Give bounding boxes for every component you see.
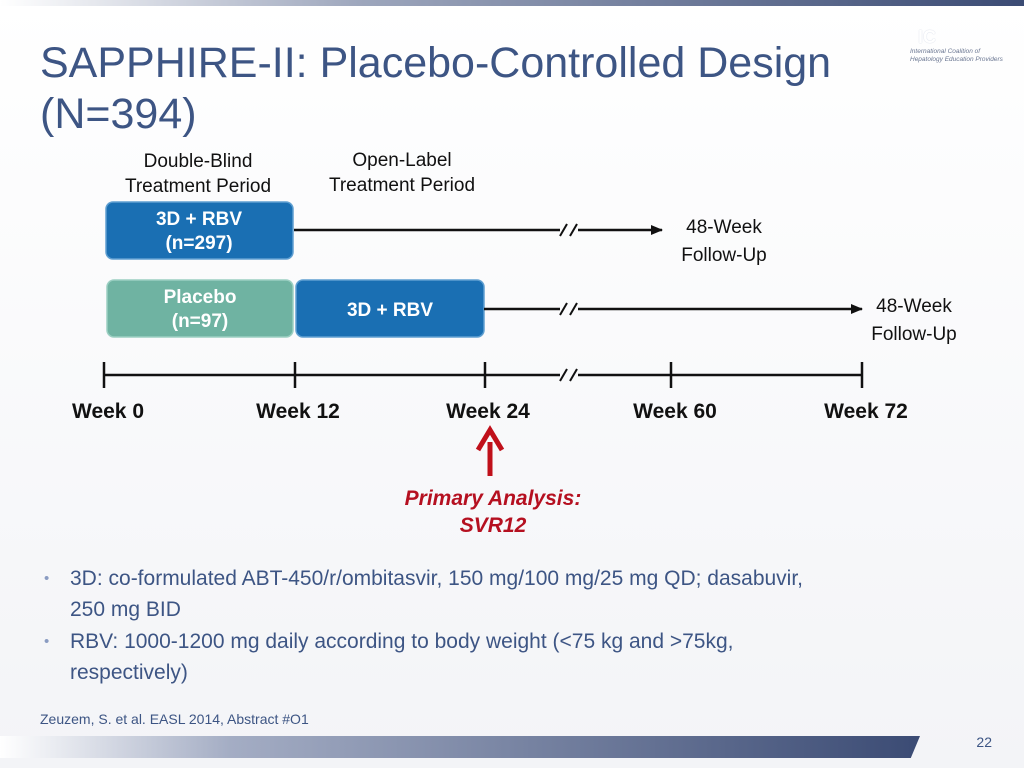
top-decorative-band <box>0 0 1024 6</box>
arm1-break-mark <box>559 223 568 237</box>
week-label: Week 0 <box>72 400 144 423</box>
bullet-list: • 3D: co-formulated ABT-450/r/ombitasvir… <box>44 563 984 689</box>
arm1-treatment-box <box>105 201 294 260</box>
arm2-placebo-box <box>106 279 294 338</box>
arm2-break-mark <box>569 302 578 316</box>
arm1-box-label-line2: (n=297) <box>165 233 232 254</box>
arm2-placebo-label-line2: (n=97) <box>172 311 229 332</box>
study-design-diagram: Double-Blind Treatment Period Open-Label… <box>72 150 957 537</box>
week-label: Week 72 <box>824 400 908 423</box>
bullet-text-line1: 3D: co-formulated ABT-450/r/ombitasvir, … <box>70 567 804 590</box>
slide-title-line1: SAPPHIRE-II: Placebo-Controlled Design <box>40 39 832 87</box>
bullet-text-line1: RBV: 1000-1200 mg daily according to bod… <box>70 630 734 653</box>
arm1-followup-line2: Follow-Up <box>681 245 767 266</box>
bullet-item: • 3D: co-formulated ABT-450/r/ombitasvir… <box>44 563 984 625</box>
logo-text-line1: International Coalition of <box>910 48 981 55</box>
slide-title: SAPPHIRE-II: Placebo-Controlled Design (… <box>40 38 900 140</box>
arm1-box-label-line1: 3D + RBV <box>156 209 242 230</box>
logo-text: International Coalition of Hepatology Ed… <box>910 48 1014 64</box>
slide-title-line2: (N=394) <box>40 90 197 138</box>
double-blind-label-line1: Double-Blind <box>144 151 253 172</box>
logo-text-line2: Hepatology Education Providers <box>910 56 1003 63</box>
open-label-label-line1: Open-Label <box>352 150 451 171</box>
week-label: Week 24 <box>446 400 530 423</box>
week-timeline-break-mark <box>569 368 578 382</box>
bullet-dot-icon: • <box>44 570 50 587</box>
week-label: Week 12 <box>256 400 340 423</box>
week-timeline-break-mark <box>559 368 568 382</box>
arm1-followup-line1: 48-Week <box>686 217 762 238</box>
primary-analysis-label-line2: SVR12 <box>460 514 527 537</box>
organization-logo: IC International Coalition of Hepatology… <box>908 28 1012 72</box>
arm2-break-mark <box>559 302 568 316</box>
arm2-treatment-label: 3D + RBV <box>347 300 433 321</box>
footer-decorative-band <box>0 736 920 758</box>
double-blind-label-line2: Treatment Period <box>125 176 271 197</box>
primary-analysis-label-line1: Primary Analysis: <box>405 487 582 510</box>
arm2-followup-line1: 48-Week <box>876 296 952 317</box>
open-label-label-line2: Treatment Period <box>329 175 475 196</box>
week-label: Week 60 <box>633 400 717 423</box>
arm2-placebo-label-line1: Placebo <box>164 287 237 308</box>
arm1-break-mark <box>569 223 578 237</box>
up-arrow-head-icon <box>475 425 505 452</box>
page-number: 22 <box>976 734 992 750</box>
logo-mark-icon: IC <box>918 27 936 47</box>
bullet-text-line2: respectively) <box>70 661 188 684</box>
bullet-item: • RBV: 1000-1200 mg daily according to b… <box>44 626 984 688</box>
bullet-text-line2: 250 mg BID <box>70 598 181 621</box>
bullet-dot-icon: • <box>44 633 50 650</box>
citation: Zeuzem, S. et al. EASL 2014, Abstract #O… <box>40 711 309 727</box>
arm2-followup-line2: Follow-Up <box>871 324 957 345</box>
